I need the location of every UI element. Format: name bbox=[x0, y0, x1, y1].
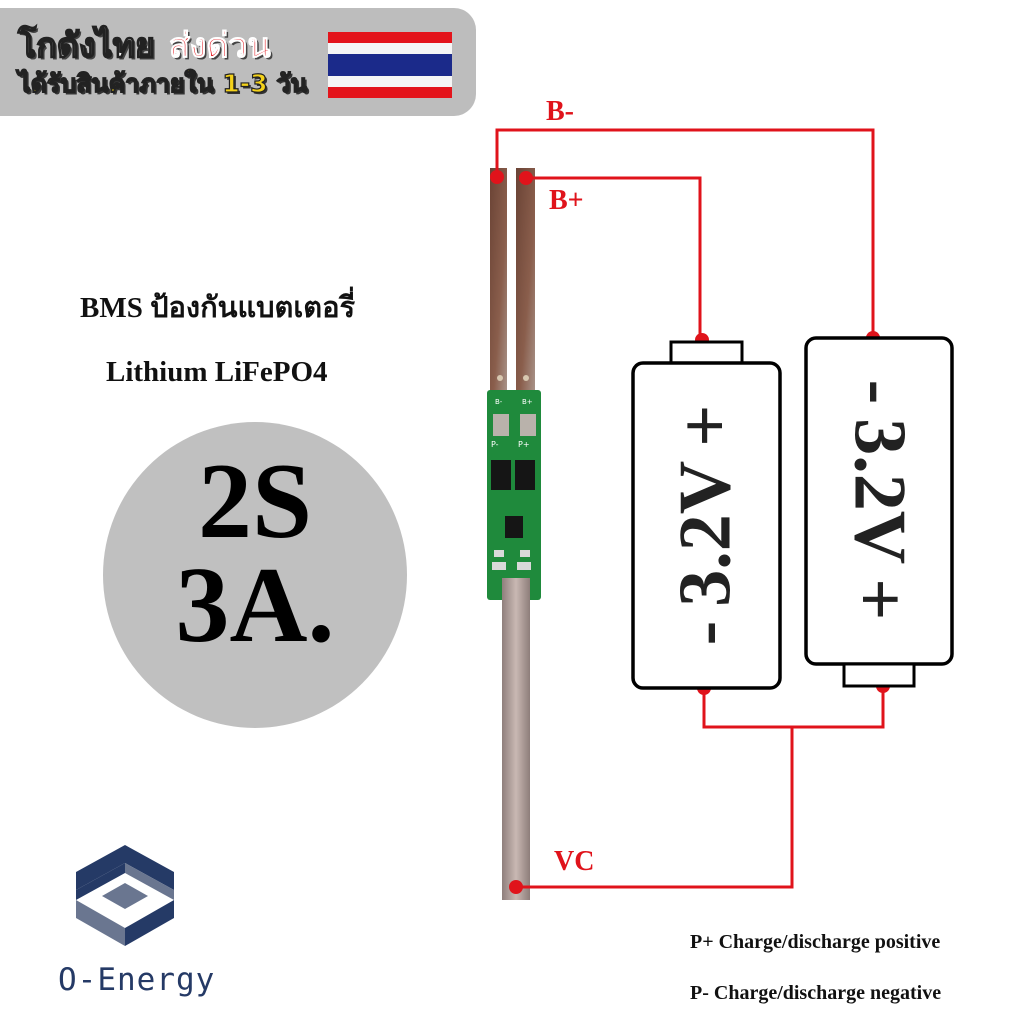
battery-2-plus: + bbox=[838, 578, 921, 621]
svg-text:B-: B- bbox=[495, 398, 503, 406]
b-minus-label: B- bbox=[546, 96, 574, 127]
b-minus-strip bbox=[490, 168, 507, 394]
banner-express-text: ส่งด่วน bbox=[168, 26, 271, 67]
wires bbox=[495, 128, 885, 889]
spec-badge bbox=[103, 422, 407, 728]
product-chemistry: Lithium LiFePO4 bbox=[106, 356, 328, 388]
battery-1-voltage: 3.2V bbox=[664, 460, 747, 607]
spec-current: 3A. bbox=[175, 546, 335, 665]
vc-label: VC bbox=[554, 846, 595, 877]
svg-text:P+: P+ bbox=[518, 440, 530, 449]
svg-text:B+: B+ bbox=[522, 398, 533, 406]
banner-warehouse-text: โกดังไทย bbox=[17, 25, 155, 67]
battery-2-voltage: 3.2V bbox=[838, 418, 921, 565]
bms-pcb: P- P+ B- B+ bbox=[487, 390, 541, 600]
b-plus-label: B+ bbox=[549, 185, 584, 216]
svg-text:P-: P- bbox=[491, 440, 499, 449]
banner-headline: โกดังไทย ส่งด่วน bbox=[17, 18, 271, 72]
b-plus-strip bbox=[516, 168, 535, 394]
spec-cells: 2S bbox=[197, 442, 313, 561]
battery-cell-2 bbox=[804, 336, 954, 688]
banner-delivery-text: ได้รับสินค้าภายใน 1-3 วัน bbox=[17, 68, 308, 98]
spec-badge-text: 2S 3A. bbox=[103, 442, 407, 665]
battery-1-minus: - bbox=[664, 620, 747, 646]
thailand-flag-icon bbox=[328, 32, 452, 98]
brand-name: O-Energy bbox=[58, 962, 216, 998]
o-energy-logo-icon bbox=[76, 845, 174, 946]
product-title: BMS ป้องกันแบตเตอรี่ bbox=[80, 292, 356, 324]
battery-2-minus: - bbox=[838, 379, 921, 405]
legend-p-plus: P+ Charge/discharge positive bbox=[690, 931, 941, 953]
legend-p-minus: P- Charge/discharge negative bbox=[690, 982, 942, 1004]
battery-1-plus: + bbox=[664, 404, 747, 447]
vc-strip bbox=[502, 578, 530, 900]
battery-cell-1 bbox=[631, 340, 782, 690]
